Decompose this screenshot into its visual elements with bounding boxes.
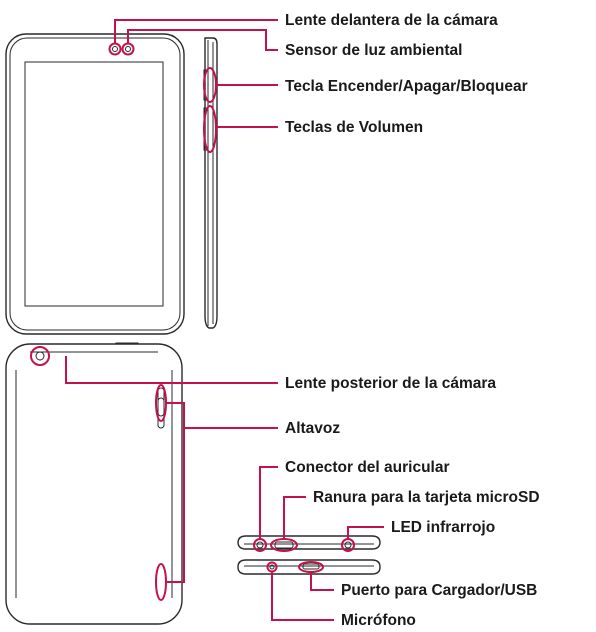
leader-microsd-slot [283,496,306,539]
headset-jack-port [256,541,264,549]
callout-labels: Lente delantera de la cámara Sensor de l… [285,12,540,629]
ambient-light-sensor [125,46,131,52]
light-sensor-highlight [121,42,135,56]
label-front-camera: Lente delantera de la cámara [285,12,498,29]
label-charger-port: Puerto para Cargador/USB [341,582,537,599]
microsd-slot-port [274,541,294,549]
label-ir-led: LED infrarrojo [391,519,495,536]
rear-camera-highlight [30,346,50,366]
charger-port [302,563,320,570]
leader-charger-port [310,572,334,591]
label-rear-camera: Lente posterior de la cámara [285,375,496,392]
leader-speaker-bracket [166,402,185,583]
edge-views [237,535,381,575]
leader-front-camera [114,19,278,43]
front-camera-highlight [108,42,122,56]
label-ambient-light-sensor: Sensor de luz ambiental [285,42,462,59]
back-view [5,342,183,625]
label-speaker: Altavoz [285,420,340,437]
front-view [5,33,185,335]
leader-lines [65,19,384,621]
front-camera-lens [112,46,118,52]
label-power-key: Tecla Encender/Apagar/Bloquear [285,78,528,95]
leader-rear-camera [65,356,278,384]
front-screen [24,61,164,307]
rear-camera-lens [35,351,45,361]
leader-microphone [271,572,334,621]
label-headset-jack: Conector del auricular [285,459,450,476]
leader-ir-led [347,526,384,539]
volume-keys-highlight [203,105,217,153]
leader-light-sensor [127,29,278,51]
label-microphone: Micrófono [341,612,416,629]
side-view [203,37,218,329]
label-microsd-slot: Ranura para la tarjeta microSD [313,489,540,506]
microphone-highlight [266,561,278,573]
leader-headset-jack [259,466,278,539]
microphone-port [269,564,275,570]
label-volume-keys: Teclas de Volumen [285,119,423,136]
speaker-grille-top [157,387,165,417]
ir-led-port [344,541,352,549]
